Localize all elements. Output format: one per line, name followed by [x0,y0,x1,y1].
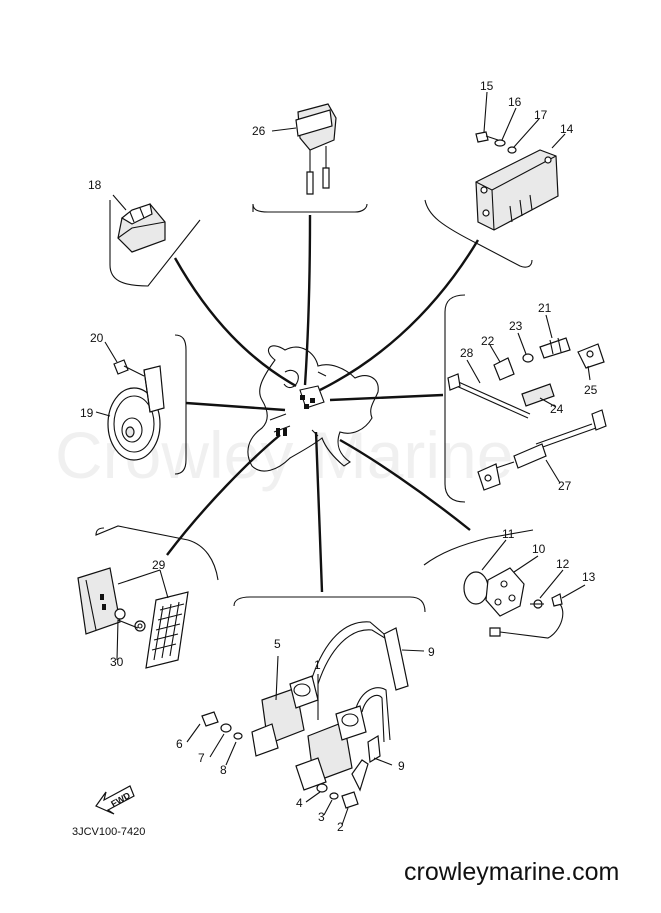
callout-6: 6 [176,737,183,751]
callout-21: 21 [538,301,552,315]
callout-4: 4 [296,796,303,810]
callout-27: 27 [558,479,572,493]
callout-14: 14 [560,122,574,136]
callout-17: 17 [534,108,548,122]
pulser-coil-10 [463,539,586,639]
leader-lines [166,214,480,593]
footer-url: crowleymarine.com [404,858,619,886]
connector-26 [271,103,337,195]
callout-9-lower: 9 [398,759,405,773]
callout-24: 24 [550,402,564,416]
relay-18 [112,194,166,253]
callout-12: 12 [556,557,570,571]
callout-16: 16 [508,95,522,109]
callout-9-upper: 9 [428,645,435,659]
callout-29: 29 [152,558,166,572]
callout-23: 23 [509,319,523,333]
fwd-arrow-icon: FWD [95,785,135,815]
callout-10: 10 [532,542,546,556]
callout-11: 11 [502,527,515,541]
callout-20: 20 [90,331,104,345]
drawing-code: 3JCV100-7420 [72,826,145,838]
callout-2: 2 [337,820,344,834]
callout-numbers: 15 16 17 14 26 18 21 22 23 20 28 25 24 1… [80,79,598,834]
callout-18: 18 [88,178,102,192]
callout-26: 26 [252,124,266,138]
callout-3: 3 [318,810,325,824]
callout-8: 8 [220,763,227,777]
callout-28: 28 [460,346,474,360]
callout-22: 22 [481,334,495,348]
callout-19: 19 [80,406,94,420]
callout-5: 5 [274,637,281,651]
callout-15: 15 [480,79,494,93]
bracket-frames [95,199,534,613]
callout-30: 30 [110,655,124,669]
callout-25: 25 [584,383,598,397]
callout-1: 1 [314,658,321,672]
callout-7: 7 [198,751,205,765]
callout-13: 13 [582,570,596,584]
sensor-harness-group [447,314,607,491]
control-unit-14 [475,91,566,231]
horn-19 [95,341,165,461]
cover-29 [77,567,189,669]
ignition-coils [186,621,425,826]
